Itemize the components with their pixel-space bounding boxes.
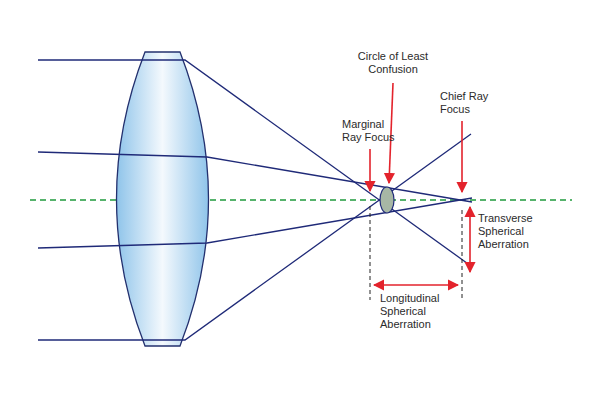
- leader-arrow: [369, 149, 371, 191]
- marginal-ray: [38, 60, 471, 266]
- callout-label: Chief Ray Focus: [440, 90, 496, 116]
- reference-line: [462, 210, 463, 300]
- dimension-arrow: [374, 284, 458, 286]
- leader-arrow: [461, 121, 463, 192]
- callout-label: Transverse Spherical Aberration: [478, 212, 542, 251]
- marginal-ray: [38, 134, 471, 340]
- least-confusion-disc: [380, 187, 394, 213]
- paraxial-ray: [38, 198, 472, 248]
- dimension-arrow: [469, 207, 471, 272]
- biconvex-lens: [117, 52, 209, 346]
- optical-axis: [30, 199, 572, 200]
- paraxial-ray: [38, 152, 472, 202]
- callout-label: Circle of Least Confusion: [352, 50, 434, 76]
- callout-label: Marginal Ray Focus: [342, 118, 398, 144]
- reference-line: [370, 206, 371, 300]
- callout-label: Longitudinal Spherical Aberration: [380, 292, 450, 331]
